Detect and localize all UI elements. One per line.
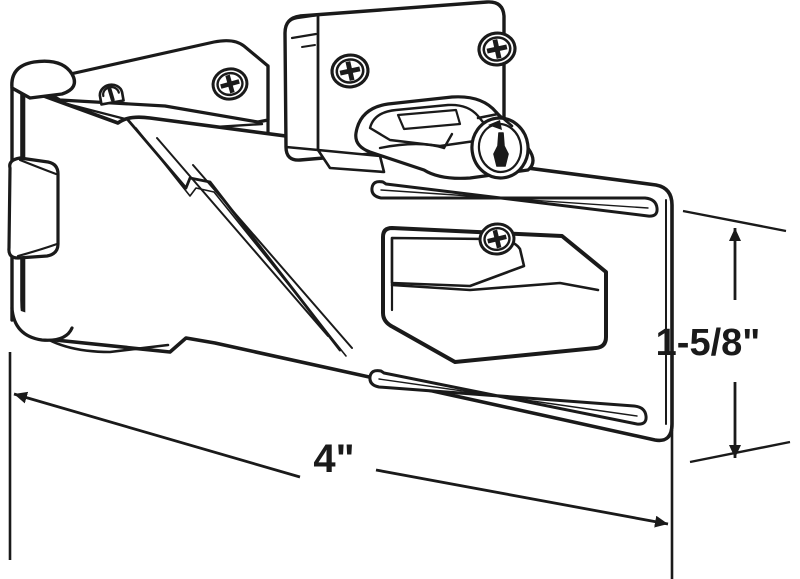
dimension-line-width-left — [13, 391, 301, 479]
screw-hinge-leaf-hidden — [98, 83, 125, 106]
extension-line-top — [682, 209, 787, 233]
extension-line-bottom — [689, 440, 791, 464]
dimension-label-height: 1-5/8" — [656, 322, 761, 364]
hasp-lock-assembly — [7, 0, 674, 443]
lock-cylinder — [354, 95, 535, 180]
plate-fold-lines — [126, 118, 347, 357]
stiffening-rib-lower — [368, 369, 648, 426]
plate-highlight-lines — [156, 137, 353, 349]
dimension-height: 1-5/8" — [656, 209, 791, 464]
dimension-label-width: 4" — [313, 437, 354, 481]
key-slot-glyph — [493, 132, 509, 167]
dimension-width: 4" — [8, 352, 674, 579]
fasteners-group — [98, 31, 517, 256]
dimension-line-width-right — [375, 468, 669, 528]
stiffening-rib-upper — [370, 180, 659, 218]
hinge-barrel — [7, 59, 77, 342]
